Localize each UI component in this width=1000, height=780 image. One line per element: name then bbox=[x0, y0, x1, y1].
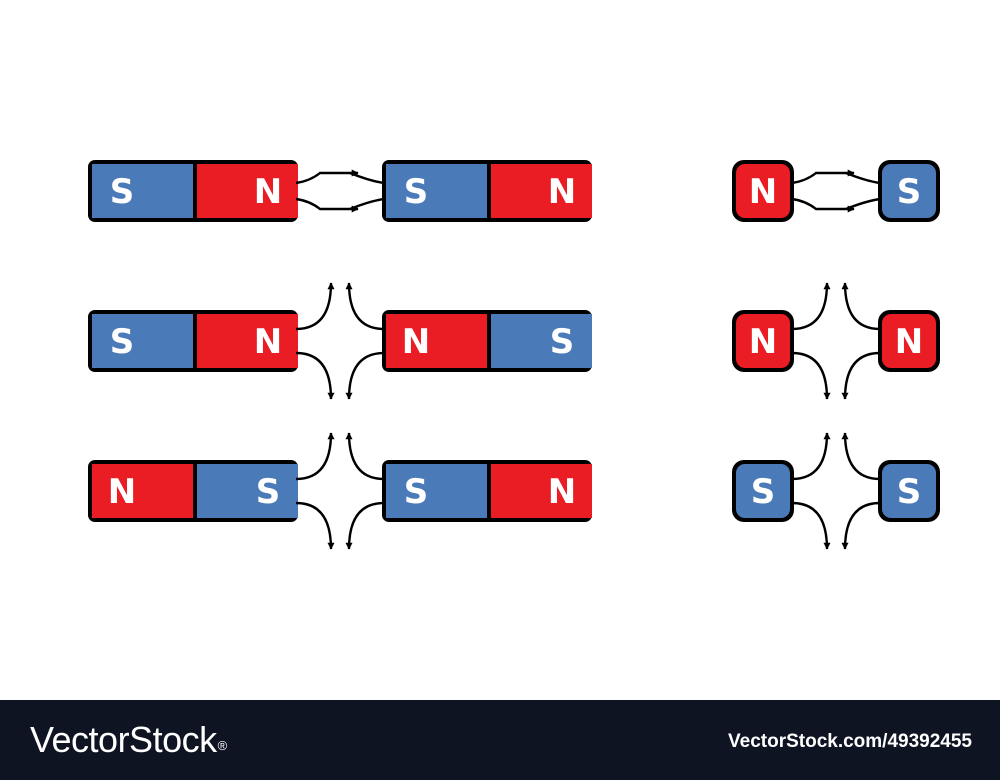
brand-name: VectorStock bbox=[30, 719, 217, 760]
registered-mark: ® bbox=[217, 738, 228, 753]
pole-label: S bbox=[751, 472, 776, 512]
field-line bbox=[295, 197, 359, 213]
pole-label: N bbox=[254, 172, 282, 212]
field-line bbox=[295, 351, 335, 400]
field-line bbox=[841, 501, 881, 550]
south-pole bbox=[92, 314, 193, 368]
field-line bbox=[841, 432, 881, 481]
repel-field-lines bbox=[295, 432, 385, 550]
field-line bbox=[295, 501, 335, 550]
image-credit: VectorStock.com/49392455 bbox=[728, 731, 972, 752]
pole-label: S bbox=[110, 322, 135, 362]
north-pole bbox=[197, 164, 298, 218]
field-line bbox=[345, 351, 385, 400]
north-pole bbox=[386, 314, 487, 368]
footer-bar: VectorStock® VectorStock.com/49392455 bbox=[0, 700, 1000, 780]
field-line bbox=[841, 351, 881, 400]
north-pole bbox=[92, 464, 193, 518]
short-magnet-right-row-1: S bbox=[878, 160, 940, 222]
field-line bbox=[791, 351, 831, 400]
north-pole bbox=[882, 314, 936, 368]
pole-label: S bbox=[404, 172, 429, 212]
pole-label: N bbox=[402, 322, 430, 362]
short-magnet-right-row-3: S bbox=[878, 460, 940, 522]
short-magnet-left-row-1: N bbox=[732, 160, 794, 222]
brand-logo: VectorStock® bbox=[30, 718, 227, 762]
north-pole bbox=[736, 164, 790, 218]
field-line bbox=[295, 282, 335, 331]
south-pole bbox=[882, 164, 936, 218]
repel-field-lines-short bbox=[791, 282, 881, 400]
short-magnet-left-row-2: N bbox=[732, 310, 794, 372]
south-pole bbox=[197, 464, 298, 518]
pole-label: S bbox=[404, 472, 429, 512]
pole-label: N bbox=[749, 322, 777, 362]
south-pole bbox=[92, 164, 193, 218]
south-pole bbox=[736, 464, 790, 518]
field-line bbox=[845, 197, 881, 211]
field-line bbox=[345, 432, 385, 481]
field-line bbox=[349, 171, 385, 185]
pole-label: N bbox=[548, 172, 576, 212]
repel-field-lines bbox=[295, 282, 385, 400]
south-pole bbox=[386, 464, 487, 518]
north-pole bbox=[491, 464, 592, 518]
field-line bbox=[841, 282, 881, 331]
repel-field-lines-short bbox=[791, 432, 881, 550]
south-pole bbox=[386, 164, 487, 218]
pole-label: N bbox=[254, 322, 282, 362]
field-line bbox=[791, 282, 831, 331]
field-line bbox=[345, 282, 385, 331]
short-magnet-right-row-2: N bbox=[878, 310, 940, 372]
north-pole bbox=[491, 164, 592, 218]
pole-label: N bbox=[108, 472, 136, 512]
north-pole bbox=[197, 314, 298, 368]
pole-label: S bbox=[550, 322, 575, 362]
field-line bbox=[791, 501, 831, 550]
north-pole bbox=[736, 314, 790, 368]
pole-label: N bbox=[749, 172, 777, 212]
field-line bbox=[295, 432, 335, 481]
pole-label: S bbox=[256, 472, 281, 512]
field-line bbox=[845, 171, 881, 185]
short-magnet-left-row-3: S bbox=[732, 460, 794, 522]
field-line bbox=[295, 169, 359, 185]
field-line bbox=[345, 501, 385, 550]
pole-label: S bbox=[897, 472, 922, 512]
south-pole bbox=[491, 314, 592, 368]
field-line bbox=[791, 432, 831, 481]
pole-label: S bbox=[897, 172, 922, 212]
pole-label: N bbox=[548, 472, 576, 512]
south-pole bbox=[882, 464, 936, 518]
field-line bbox=[791, 197, 855, 213]
pole-label: S bbox=[110, 172, 135, 212]
attract-field-lines bbox=[295, 169, 385, 213]
pole-label: N bbox=[895, 322, 923, 362]
attract-field-lines-short bbox=[791, 169, 881, 213]
field-line bbox=[349, 197, 385, 211]
field-line bbox=[791, 169, 855, 185]
